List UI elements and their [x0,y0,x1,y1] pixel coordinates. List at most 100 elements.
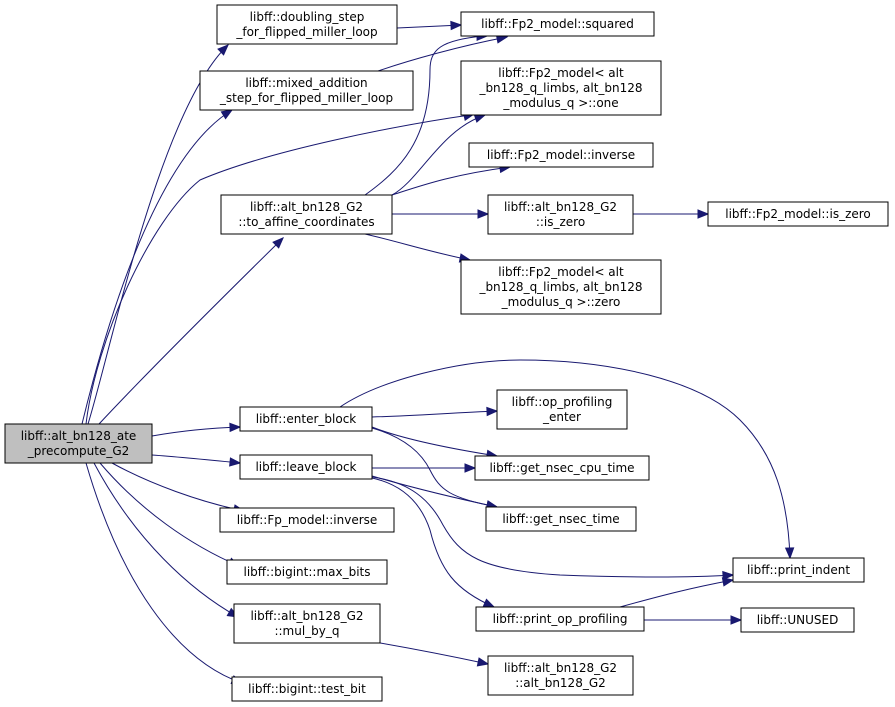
node-box [460,60,662,116]
edge-enter-to-cpu [371,426,499,460]
graph-node-cpu[interactable]: libff::get_nsec_cpu_time [474,455,650,481]
node-box [239,406,373,432]
node-label-line: libff::doubling_step [250,10,365,24]
node-label-line: libff::Fp2_model::is_zero [725,207,871,221]
edge-affine-to-iszero [392,209,490,219]
edge-line [93,462,239,618]
edge-line [339,359,791,559]
graph-node-zero[interactable]: libff::Fp2_model< alt_bn128_q_limbs, alt… [460,259,662,315]
node-box [219,507,395,533]
graph-node-openter[interactable]: libff::op_profiling_enter [496,389,628,430]
node-label-line: libff::print_indent [747,563,850,577]
edge-enter-to-indent [339,359,795,560]
graph-node-nsec[interactable]: libff::get_nsec_time [485,506,637,532]
node-label-line: ::to_affine_coordinates [238,215,374,229]
edge-printop-to-indent [619,577,735,608]
node-box [216,4,398,45]
node-label-line: libff::leave_block [255,460,356,474]
arrowhead-icon [721,577,735,587]
node-box [474,455,650,481]
graph-node-g2ctor[interactable]: libff::alt_bn128_G2::alt_bn128_G2 [487,655,634,696]
graph-node-printop[interactable]: libff::print_op_profiling [475,606,645,632]
graph-node-indent[interactable]: libff::print_indent [732,557,865,583]
arrowhead-icon [482,598,496,608]
edge-line [99,462,240,567]
graph-node-squared[interactable]: libff::Fp2_model::squared [460,11,655,37]
arrowhead-icon [476,657,490,667]
node-box [707,201,889,227]
arrowhead-icon [272,237,284,249]
node-box [485,506,637,532]
node-box [475,606,645,632]
node-label-line: _modulus_q >::zero [501,295,621,309]
node-label-line: libff::UNUSED [757,613,839,627]
node-label-line: libff::op_profiling [512,395,613,409]
arrowhead-icon [477,209,490,219]
graph-node-enter[interactable]: libff::enter_block [239,406,373,432]
edge-ate_pre-to-affine [98,237,284,425]
graph-node-one[interactable]: libff::Fp2_model< alt_bn128_q_limbs, alt… [460,60,662,116]
node-label-line: libff::alt_bn128_G2 [504,200,617,214]
node-label-line: libff::Fp_model::inverse [237,513,378,527]
edge-line [98,237,284,425]
node-box [487,655,634,696]
edge-ate_pre-to-mixadd [81,109,234,425]
edge-iszero-to-fp2iszero [633,209,710,219]
graph-node-ate_pre[interactable]: libff::alt_bn128_ate_precompute_G2 [4,423,153,464]
node-box [220,194,393,235]
node-label-line: libff::alt_bn128_ate [21,429,137,443]
graph-node-affine[interactable]: libff::alt_bn128_G2::to_affine_coordinat… [220,194,393,235]
edge-line [371,410,498,418]
node-label-line: libff::bigint::max_bits [244,565,371,579]
edge-enter-to-openter [371,406,499,418]
node-label-line: ::alt_bn128_G2 [515,676,606,690]
node-label-line: libff::mixed_addition [245,76,367,90]
graph-node-inv2[interactable]: libff::Fp2_model::inverse [468,142,654,168]
edge-line [151,454,241,464]
node-box [4,423,153,464]
graph-node-leave[interactable]: libff::leave_block [239,454,373,480]
graph-node-unused[interactable]: libff::UNUSED [740,607,855,633]
node-label-line: _bn128_q_limbs, alt_bn128 [478,280,642,294]
edge-line [371,426,498,457]
graph-node-fp2iszero[interactable]: libff::Fp2_model::is_zero [707,201,889,227]
edge-line [81,109,233,425]
graph-node-dbl[interactable]: libff::doubling_step_for_flipped_miller_… [216,4,398,45]
node-box [460,259,662,315]
edge-ate_pre-to-mulq [93,462,240,618]
node-label-line: ::mul_by_q [274,624,339,638]
node-label-line: libff::get_nsec_cpu_time [489,461,634,475]
node-box [233,603,381,644]
node-label-line: libff::Fp2_model::inverse [487,148,635,162]
node-label-line: libff::bigint::test_bit [248,682,366,696]
graph-node-mulq[interactable]: libff::alt_bn128_G2::mul_by_q [233,603,381,644]
node-box [231,676,383,702]
graph-node-maxbits[interactable]: libff::bigint::max_bits [226,559,388,585]
node-box [239,454,373,480]
edge-affine-to-inv2 [391,163,512,196]
edge-line [619,579,734,608]
node-box [460,11,655,37]
edge-line [85,462,243,684]
edge-line [371,477,495,608]
node-label-line: _modulus_q >::one [502,96,618,110]
edge-line [391,166,511,196]
node-box [199,70,414,111]
graph-node-iszero[interactable]: libff::alt_bn128_G2::is_zero [487,194,634,235]
node-label-line: ::is_zero [536,215,585,229]
node-label-line: libff::Fp2_model< alt [498,66,624,80]
graph-node-testbit[interactable]: libff::bigint::test_bit [231,676,383,702]
graph-node-fpinv[interactable]: libff::Fp_model::inverse [219,507,395,533]
edge-affine-to-zero [364,233,472,263]
edges-layer [81,20,795,685]
edge-leave-to-indent [371,476,735,581]
edge-ate_pre-to-enter [151,422,242,437]
edge-leave-to-printop [371,477,496,608]
edge-printop-to-unused [644,615,743,625]
arrowhead-icon [697,209,710,219]
edge-ate_pre-to-testbit [85,462,244,685]
edge-line [371,476,734,578]
arrowhead-icon [730,615,743,625]
graph-node-mixadd[interactable]: libff::mixed_addition_step_for_flipped_m… [199,70,414,111]
node-box [740,607,855,633]
